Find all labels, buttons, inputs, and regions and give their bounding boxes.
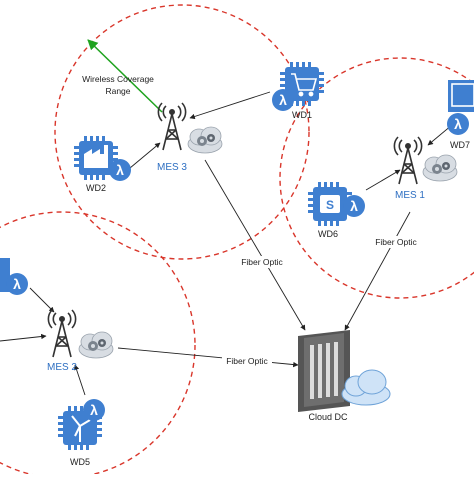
cloud-icon — [341, 369, 391, 406]
wd7-label: WD7 — [450, 140, 470, 150]
wd5-device[interactable]: WD5 — [58, 399, 105, 467]
wd6-device[interactable]: S WD6 — [308, 182, 365, 239]
wd-left-device[interactable] — [0, 258, 28, 295]
link-wd1-mes3 — [189, 91, 271, 120]
coverage-range-label-line1: Wireless Coverage — [82, 74, 154, 84]
svg-text:Fiber Optic: Fiber Optic — [241, 257, 283, 267]
fiber-label-mes3: Fiber Optic — [237, 256, 287, 268]
link-wd-left-mes2 — [29, 287, 55, 313]
link-wd6-mes1 — [365, 169, 401, 191]
fiber-label-mes1: Fiber Optic — [371, 236, 421, 248]
mes3-node[interactable]: MES 3 — [157, 102, 223, 173]
wd2-device[interactable]: WD2 — [74, 136, 131, 193]
chip-icon — [0, 258, 10, 292]
wd2-label: WD2 — [86, 183, 106, 193]
coverage-range-label-line2: Range — [105, 86, 130, 96]
cloud-dc-label: Cloud DC — [308, 412, 348, 422]
cloud-icon — [422, 154, 458, 182]
wd1-label: WD1 — [292, 110, 312, 120]
link-wd2-mes3 — [129, 142, 161, 169]
mes3-label: MES 3 — [157, 162, 187, 173]
server-rack-icon — [298, 330, 350, 412]
lambda-icon — [343, 195, 365, 217]
link-wd5-mes2 — [73, 364, 86, 396]
antenna-tower-icon — [47, 309, 77, 358]
wd5-label: WD5 — [70, 457, 90, 467]
wind-turbine-icon — [71, 415, 91, 442]
cloud-dc-node[interactable]: Cloud DC — [298, 330, 391, 422]
svg-text:Fiber Optic: Fiber Optic — [375, 237, 417, 247]
wd7-device[interactable]: WD7 — [447, 80, 474, 150]
wd1-device[interactable]: WD1 — [272, 62, 324, 120]
cloud-icon — [78, 331, 114, 359]
lambda-icon — [83, 399, 105, 421]
link-mes3-cloud — [204, 159, 306, 331]
wd6-label: WD6 — [318, 229, 338, 239]
svg-text:S: S — [326, 198, 334, 212]
lambda-icon — [272, 89, 294, 111]
fiber-label-mes2: Fiber Optic — [222, 355, 272, 367]
lambda-icon — [447, 113, 469, 135]
antenna-tower-icon — [393, 136, 423, 185]
display-icon: S — [320, 195, 340, 213]
mes1-label: MES 1 — [395, 190, 425, 201]
mes2-node[interactable]: MES 2 — [47, 309, 114, 373]
mes2-label: MES 2 — [47, 362, 77, 373]
coverage-range-arrow — [87, 39, 163, 113]
svg-text:Fiber Optic: Fiber Optic — [226, 356, 268, 366]
shopping-cart-icon — [291, 73, 318, 97]
link-mes1-cloud — [344, 211, 411, 331]
mes1-node[interactable]: MES 1 — [393, 136, 458, 201]
lambda-icon — [109, 159, 131, 181]
lambda-icon — [6, 273, 28, 295]
antenna-tower-icon — [157, 102, 187, 151]
coverage-circle-mes3 — [54, 4, 310, 260]
factory-icon — [84, 145, 108, 168]
link-left-mes2 — [0, 333, 47, 342]
cloud-icon — [187, 126, 223, 154]
